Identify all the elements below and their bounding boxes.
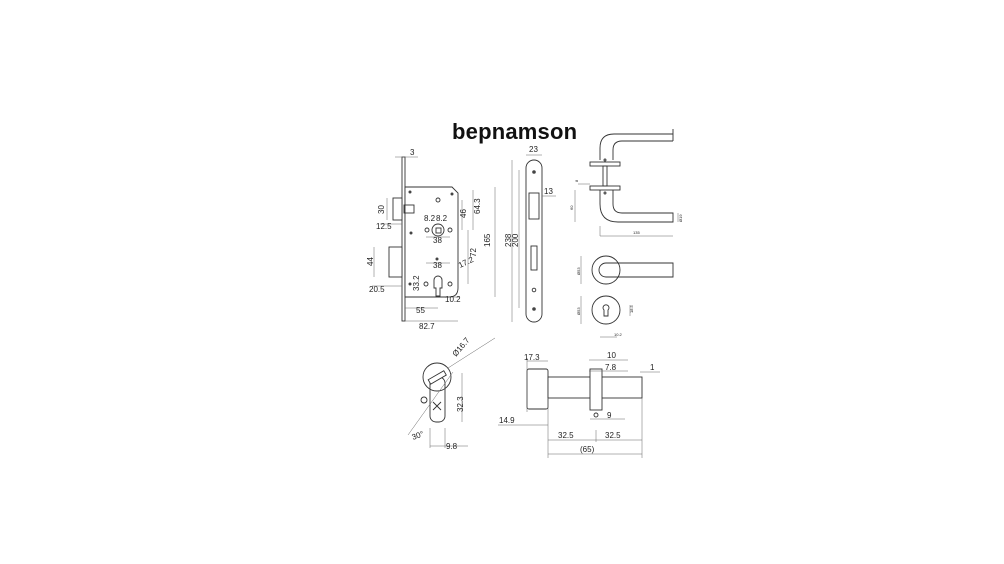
dim-body-width: 82.7: [419, 322, 435, 331]
dim-faceplate-thickness: 3: [410, 148, 415, 157]
dim-screw-9: 9: [607, 411, 612, 420]
strike-plate-drawing: 23 13 238 200: [504, 145, 556, 323]
dim-33-2: 33.2: [412, 275, 421, 291]
dim-bolt-height: 44: [366, 257, 375, 266]
dim-latch-height: 30: [377, 205, 386, 214]
dim-cam-angle: 30°: [411, 429, 425, 442]
brand-title: bepnamson: [452, 119, 578, 144]
dim-latch-offset: 12.5: [376, 222, 392, 231]
dim-strike-depth: 13: [544, 187, 553, 196]
dim-bolt-throw: 20.5: [369, 285, 385, 294]
dim-keyhole-width: 10.2: [614, 332, 623, 337]
dim-knob-offset: 14.9: [499, 416, 515, 425]
dim-total-length: (65): [580, 445, 595, 454]
dim-38-lower: 38: [433, 261, 442, 270]
dim-cylinder-width: 9.8: [446, 442, 458, 451]
dim-strike-height: 238: [504, 233, 513, 247]
dim-strike-screw-distance: 200: [511, 233, 520, 247]
dim-escutcheon-diameter: Ø53: [576, 307, 581, 315]
dim-rose-thickness: 8: [574, 179, 579, 182]
dim-knob-length: 17.3: [524, 353, 540, 362]
cylinder-front-drawing: Ø16.7 32.3 30° 9.8: [407, 335, 496, 451]
dim-handle-diameter: Ø19: [678, 214, 683, 222]
mortise-lock-drawing: 3 30 12.5 44 20.5 55 82.7 8.2 8.2 46 64.…: [366, 148, 496, 331]
dim-backset: 55: [416, 306, 425, 315]
dim-end-1: 1: [650, 363, 655, 372]
dim-cam-slot-7-8: 7.8: [605, 363, 617, 372]
lever-handle-drawing: 8 60 Ø19 135 Ø53 Ø53 18.5 10.2: [569, 129, 683, 338]
dim-38-upper: 38: [433, 236, 442, 245]
dim-strike-width: 23: [529, 145, 538, 154]
dim-body-height: 165: [483, 233, 492, 247]
dim-right-half: 32.5: [605, 431, 621, 440]
cylinder-side-drawing: 17.3 10 7.8 1 14.9 9 32.5 32.5 (65): [498, 351, 660, 458]
dim-center-distance: 72: [469, 248, 478, 257]
dim-46: 46: [459, 209, 468, 218]
dim-10-2: 10.2: [445, 295, 461, 304]
dim-handle-height: 60: [569, 205, 574, 210]
dim-spindle-left: 8.2: [424, 214, 436, 223]
dim-cylinder-height: 32.3: [456, 396, 465, 412]
dim-cam-slot-10: 10: [607, 351, 616, 360]
dim-rose-diameter: Ø53: [576, 267, 581, 275]
dim-64-3: 64.3: [473, 198, 482, 214]
dim-spindle-right: 8.2: [436, 214, 448, 223]
dim-handle-length: 135: [633, 230, 640, 235]
dim-keyhole-offset: 18.5: [629, 304, 634, 313]
dim-left-half: 32.5: [558, 431, 574, 440]
